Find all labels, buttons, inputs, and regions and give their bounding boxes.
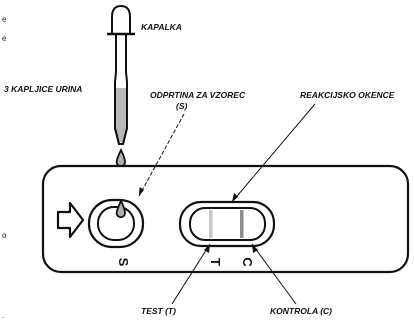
dropper-urine [116,88,126,126]
edge-fragment: e [2,15,7,24]
result-window [178,200,276,248]
dropper [107,4,135,145]
sample-letter: S [116,258,131,267]
edge-fragment: . [2,311,4,320]
urine-drop [115,147,126,168]
control-line-label: KONTROLA (C) [270,306,332,316]
arrow-right-icon [56,201,85,239]
sample-well-leader [138,113,185,197]
sample-well [87,198,145,249]
control-line [240,210,244,238]
drops-label: 3 KAPLJICE URINA [4,84,82,94]
test-letter: T [208,258,223,266]
control-letter: C [240,257,255,267]
control-line-leader [251,243,297,305]
edge-fragment: o [2,231,7,240]
sample-well-code: (S) [176,101,188,111]
dropper-bulb [111,4,131,35]
test-line-leader [171,243,211,305]
result-window-leader [231,103,316,203]
sample-well-label: ODPRTINA ZA VZOREC [150,90,246,100]
edge-fragment: e [2,34,7,43]
test-line-label: TEST (T) [141,306,176,316]
dropper-label: KAPALKA [141,22,182,32]
urine-drop [115,198,126,219]
test-line [209,210,213,238]
result-window-label: REAKCIJSKO OKENCE [300,90,395,100]
